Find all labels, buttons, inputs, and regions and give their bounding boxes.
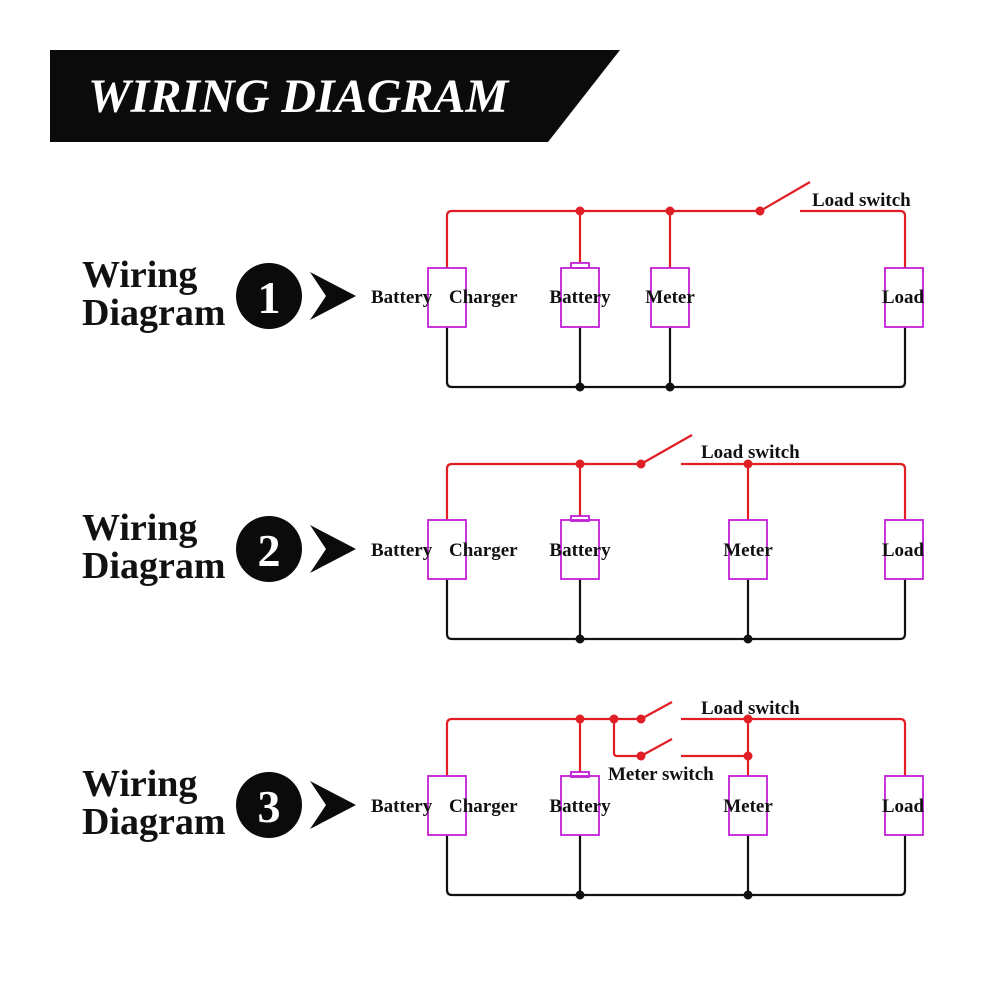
component-label-battery: Battery bbox=[549, 540, 611, 561]
component-label-battery: Battery bbox=[371, 540, 433, 561]
load-switch-label: Load switch bbox=[701, 442, 800, 463]
meter-box bbox=[650, 267, 690, 328]
junction-dot bbox=[743, 634, 753, 644]
component-label-battery: Battery bbox=[549, 796, 611, 817]
junction-dot bbox=[609, 714, 619, 724]
load-switch-lever bbox=[640, 701, 673, 720]
junction-dot bbox=[665, 206, 675, 216]
load-switch-label: Load switch bbox=[701, 698, 800, 719]
load-switch-label: Load switch bbox=[812, 190, 911, 211]
diagram-label: Wiring Diagram 3 bbox=[82, 763, 356, 843]
component-label-charger: Charger bbox=[449, 540, 518, 561]
junction-dot bbox=[665, 382, 675, 392]
diagram-1: Wiring Diagram 1 Load switch Battery bbox=[82, 181, 925, 392]
junction-dot bbox=[575, 634, 585, 644]
number-badge-text: 1 bbox=[258, 272, 281, 323]
component-label-battery: Battery bbox=[549, 287, 611, 308]
diagram-3: Wiring Diagram 3 Load switch Meter switc… bbox=[82, 698, 925, 900]
load-box bbox=[884, 519, 924, 580]
number-badge-text: 3 bbox=[258, 781, 281, 832]
junction-dot bbox=[743, 890, 753, 900]
switch-pivot-dot bbox=[636, 751, 646, 761]
number-badge-text: 2 bbox=[258, 525, 281, 576]
component-label-load: Load bbox=[882, 796, 925, 817]
diagram-label-line2: Diagram bbox=[82, 801, 226, 843]
battery-terminal bbox=[570, 515, 590, 522]
component-label-charger: Charger bbox=[449, 796, 518, 817]
number-badge bbox=[236, 772, 302, 838]
junction-dot bbox=[575, 459, 585, 469]
meter-switch-lever bbox=[640, 738, 673, 757]
junction-dot bbox=[743, 459, 753, 469]
number-badge bbox=[236, 516, 302, 582]
diagram-label-line1: Wiring bbox=[82, 507, 197, 549]
positive-wire bbox=[445, 462, 907, 520]
junction-dot bbox=[575, 382, 585, 392]
component-label-meter: Meter bbox=[723, 540, 773, 561]
junction-dot bbox=[743, 714, 753, 724]
junction-dot bbox=[575, 714, 585, 724]
junction-dot bbox=[743, 751, 753, 761]
arrow-icon bbox=[310, 272, 356, 320]
component-label-battery: Battery bbox=[371, 796, 433, 817]
junction-dot bbox=[575, 890, 585, 900]
number-badge bbox=[236, 263, 302, 329]
component-label-battery: Battery bbox=[371, 287, 433, 308]
component-label-meter: Meter bbox=[723, 796, 773, 817]
battery-charger-box bbox=[427, 775, 467, 836]
diagram-2: Wiring Diagram 2 Load switch Battery Cha… bbox=[82, 434, 925, 644]
component-label-load: Load bbox=[882, 287, 925, 308]
component-label-charger: Charger bbox=[449, 287, 518, 308]
meter-switch-label: Meter switch bbox=[608, 764, 714, 785]
load-box bbox=[884, 267, 924, 328]
diagram-label-line2: Diagram bbox=[82, 545, 226, 587]
battery-charger-box bbox=[427, 267, 467, 328]
battery-charger-box bbox=[427, 519, 467, 580]
load-switch-lever bbox=[640, 434, 693, 465]
diagram-label-line2: Diagram bbox=[82, 292, 226, 334]
header-banner: WIRING DIAGRAM bbox=[50, 50, 620, 142]
circuit: Load switch Meter switch Battery Charger… bbox=[371, 698, 925, 900]
diagram-label-line1: Wiring bbox=[82, 763, 197, 805]
battery-terminal bbox=[570, 771, 590, 778]
load-box bbox=[884, 775, 924, 836]
junction-dot bbox=[575, 206, 585, 216]
switch-pivot-dot bbox=[636, 714, 646, 724]
circuit: Load switch Battery Charger Battery Mete… bbox=[371, 434, 925, 644]
header-background bbox=[50, 50, 620, 142]
negative-wire bbox=[445, 835, 907, 897]
battery-box bbox=[560, 519, 600, 580]
header-title: WIRING DIAGRAM bbox=[88, 70, 510, 123]
battery-box bbox=[560, 775, 600, 836]
diagram-label-line1: Wiring bbox=[82, 254, 197, 296]
meter-box bbox=[728, 519, 768, 580]
negative-wire bbox=[445, 579, 907, 641]
arrow-icon bbox=[310, 781, 356, 829]
positive-wire bbox=[445, 209, 907, 268]
switch-pivot-dot bbox=[636, 459, 646, 469]
component-label-load: Load bbox=[882, 540, 925, 561]
arrow-icon bbox=[310, 525, 356, 573]
diagram-label: Wiring Diagram 1 bbox=[82, 254, 356, 334]
circuit: Load switch Battery Charger Battery Mete… bbox=[371, 181, 925, 392]
negative-wire bbox=[445, 327, 907, 389]
meter-box bbox=[728, 775, 768, 836]
switch-pivot-dot bbox=[755, 206, 765, 216]
battery-terminal bbox=[570, 262, 590, 269]
component-label-meter: Meter bbox=[645, 287, 695, 308]
load-switch-lever bbox=[759, 181, 811, 212]
diagram-label: Wiring Diagram 2 bbox=[82, 507, 356, 587]
